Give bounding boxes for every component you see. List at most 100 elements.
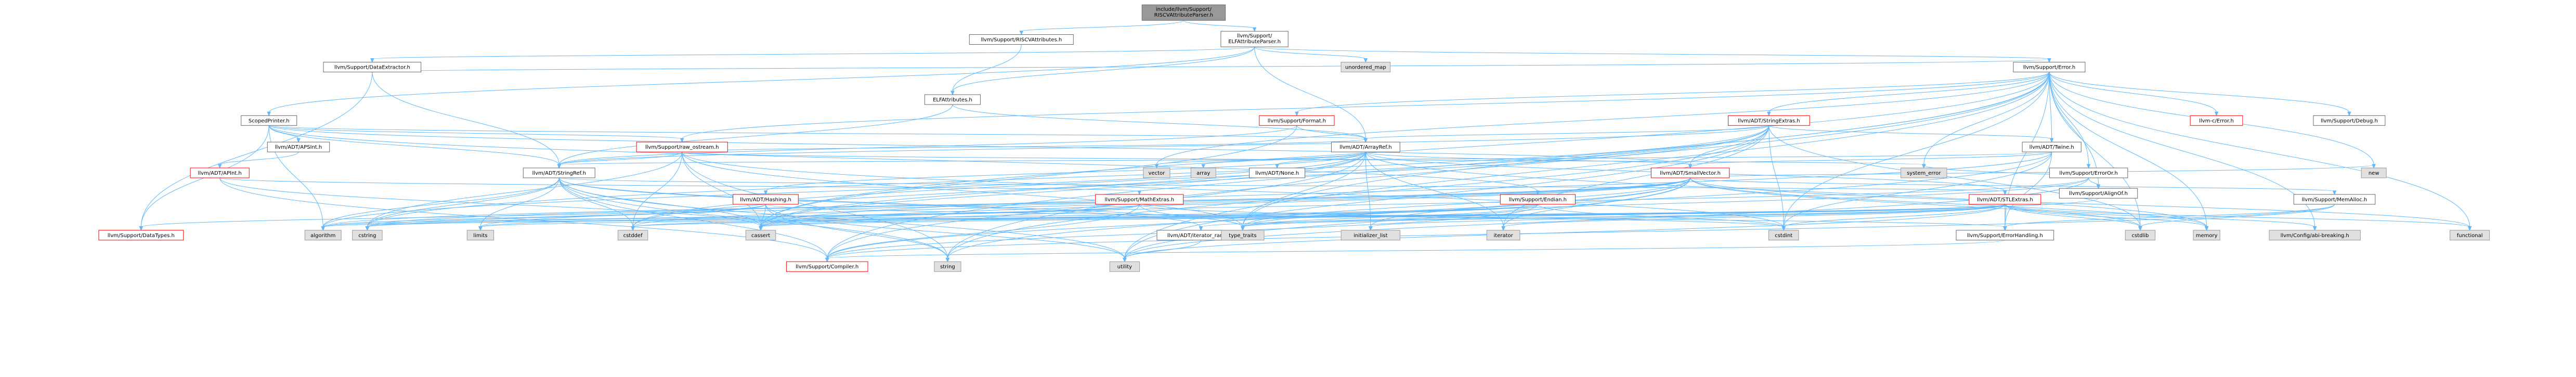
node-label-line: RISCVAttributeParser.h — [1154, 12, 1213, 18]
node-none[interactable]: llvm/ADT/None.h — [1249, 167, 1306, 178]
node-error[interactable]: llvm/Support/Error.h — [2013, 61, 2086, 72]
node-label: cstddef — [623, 233, 643, 239]
edge-arrowhead — [2204, 226, 2209, 231]
edge-line — [1783, 72, 2050, 227]
edge-line — [632, 204, 2006, 228]
node-box — [2450, 230, 2490, 241]
node-cerror[interactable]: llvm-c/Error.h — [2190, 115, 2243, 126]
edge-line — [1365, 152, 2207, 227]
node-stlextras[interactable]: llvm/ADT/STLExtras.h — [1969, 194, 2041, 205]
node-errorhandling[interactable]: llvm/Support/ErrorHandling.h — [1956, 230, 2054, 241]
node-arrayref[interactable]: llvm/ADT/ArrayRef.h — [1331, 141, 1400, 152]
node-memalloc[interactable]: llvm/Support/MemAlloc.h — [2293, 194, 2376, 205]
edge-line — [1537, 204, 1784, 228]
edge-line — [2049, 72, 2207, 227]
node-label: llvm/ADT/STLExtras.h — [1977, 197, 2033, 203]
node-box — [2059, 188, 2138, 199]
node-scopedprinter[interactable]: ScopedPrinter.h — [241, 115, 297, 126]
edge-line — [1370, 204, 2006, 228]
edge-line — [1296, 125, 1366, 139]
edge-line — [2140, 204, 2335, 228]
edge-line — [947, 152, 2052, 259]
edge-hashing-to-string — [765, 204, 950, 263]
edge-arrowhead — [1275, 164, 1279, 169]
edge-line — [2049, 72, 2141, 227]
node-apsint[interactable]: llvm/ADT/APSInt.h — [267, 141, 330, 152]
edge-arrowhead — [2372, 164, 2376, 169]
edge-error-to-cerror — [2049, 72, 2219, 116]
node-box — [934, 261, 961, 272]
edge-root-to-elfattrparser — [1183, 20, 1257, 32]
node-label: llvm/Support/Endian.h — [1509, 197, 1567, 203]
node-hashing[interactable]: llvm/ADT/Hashing.h — [733, 194, 799, 205]
edge-arrowhead — [1363, 138, 1368, 143]
node-root[interactable]: include/llvm/Support/RISCVAttributeParse… — [1141, 4, 1226, 21]
edge-line — [480, 204, 2006, 228]
edge-line — [558, 177, 2006, 192]
node-box — [1249, 167, 1306, 178]
node-erroror[interactable]: llvm/Support/ErrorOr.h — [2049, 167, 2128, 178]
node-box — [2049, 167, 2128, 178]
edge-elfattrparser-to-unordered_map — [1254, 46, 1368, 63]
node-new: new — [2361, 167, 2387, 178]
node-label: system_error — [1907, 171, 1941, 176]
node-dataextractor[interactable]: llvm/Support/DataExtractor.h — [323, 61, 422, 72]
edge-elfattrparser-to-elfattributes — [951, 47, 1255, 96]
node-twine[interactable]: llvm/ADT/Twine.h — [2022, 141, 2081, 152]
node-format[interactable]: llvm/Support/Format.h — [1259, 115, 1335, 126]
node-debug[interactable]: llvm/Support/Debug.h — [2313, 115, 2386, 126]
node-label: llvm/ADT/StringExtras.h — [1738, 118, 1800, 124]
edge-line — [760, 72, 2050, 227]
edge-line — [1923, 72, 2050, 165]
edge-arrowhead — [2003, 226, 2007, 231]
edge-line — [765, 151, 1366, 192]
edge-arrowhead — [1688, 164, 1693, 169]
node-type-traits: type_traits — [1221, 230, 1265, 241]
node-label: string — [940, 264, 955, 270]
node-label: llvm/Support/Debug.h — [2321, 118, 2378, 124]
edge-line — [632, 152, 683, 227]
node-label-line: llvm/Support/ — [1237, 33, 1272, 39]
edge-layer — [139, 20, 2472, 263]
node-box — [2269, 230, 2361, 241]
edge-arrowhead — [2138, 226, 2142, 231]
edge-line — [268, 125, 560, 165]
node-stringref[interactable]: llvm/ADT/StringRef.h — [523, 167, 595, 178]
node-utility: utility — [1109, 261, 1140, 272]
node-endian[interactable]: llvm/Support/Endian.h — [1500, 194, 1576, 205]
node-datatypes[interactable]: llvm/Support/DataTypes.h — [98, 230, 184, 241]
node-box — [98, 230, 184, 241]
node-box — [1768, 230, 1799, 241]
node-stringextras[interactable]: llvm/ADT/StringExtras.h — [1728, 115, 1810, 126]
node-riscvattr[interactable]: llvm/Support/RISCVAttributes.h — [969, 34, 1074, 45]
node-box — [1190, 167, 1216, 178]
node-elfattributes[interactable]: ELFAttributes.h — [924, 94, 981, 105]
edge-arrowhead — [631, 226, 635, 231]
node-cstdint: cstdint — [1768, 230, 1799, 241]
node-box — [190, 167, 250, 178]
node-alignof[interactable]: llvm/Support/AlignOf.h — [2059, 188, 2138, 199]
edge-line — [219, 177, 828, 259]
edge-line — [480, 204, 1140, 228]
node-rawostream[interactable]: llvm/Support/raw_ostream.h — [636, 141, 728, 152]
node-label-line: ELFAttributeParser.h — [1228, 39, 1281, 45]
edge-line — [1365, 125, 1770, 139]
node-label: llvm/Support/DataTypes.h — [108, 233, 175, 239]
node-compiler[interactable]: llvm/Support/Compiler.h — [786, 261, 868, 272]
node-label: llvm/Support/Format.h — [1268, 118, 1326, 124]
node-array: array — [1190, 167, 1216, 178]
node-box — [2313, 115, 2386, 126]
node-apint[interactable]: llvm/ADT/APInt.h — [190, 167, 250, 178]
edge-line — [558, 125, 1297, 165]
node-label: llvm/ADT/APInt.h — [198, 171, 242, 176]
node-box — [2193, 230, 2220, 241]
edge-line — [827, 240, 2006, 259]
node-smallvector[interactable]: llvm/ADT/SmallVector.h — [1650, 167, 1730, 178]
node-box — [1901, 167, 1947, 178]
node-label: llvm/Support/DataExtractor.h — [334, 64, 410, 70]
node-elfattrparser[interactable]: llvm/Support/ELFAttributeParser.h — [1220, 31, 1289, 47]
node-box — [1969, 194, 2041, 205]
edge-scopedprinter-to-algorithm — [268, 125, 326, 231]
node-mathextras[interactable]: llvm/Support/MathExtras.h — [1095, 194, 1184, 205]
edge-line — [558, 151, 2052, 165]
